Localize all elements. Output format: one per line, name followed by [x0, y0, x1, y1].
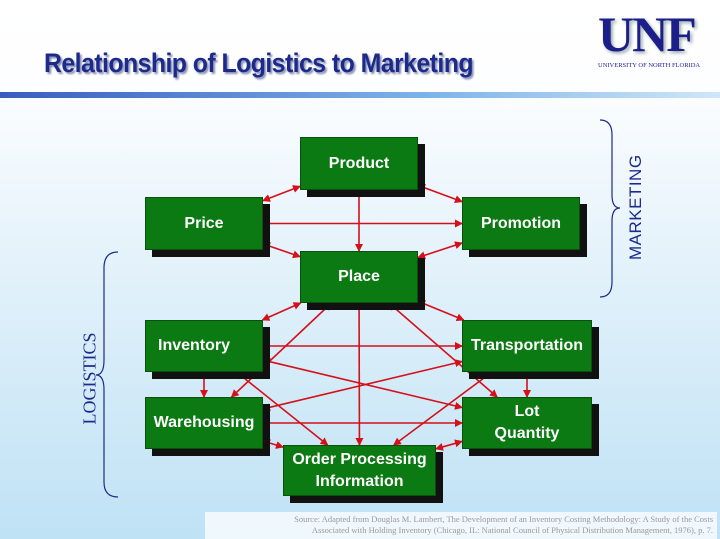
arrow-inventory-lot — [262, 357, 463, 410]
source-line-2: Associated with Holding Inventory (Chica… — [311, 525, 713, 535]
arrow-place-inventory — [261, 302, 302, 321]
node-order-processing: Order Processing Information — [283, 445, 436, 496]
arrow-product-price — [262, 185, 301, 202]
source-line-1: Source: Adapted from Douglas M. Lambert,… — [294, 514, 713, 524]
source-citation: Source: Adapted from Douglas M. Lambert,… — [205, 512, 717, 539]
arrow-promotion-place — [417, 241, 463, 260]
logo-subtitle: UNIVERSITY OF NORTH FLORIDA — [598, 62, 701, 69]
node-product: Product — [300, 137, 418, 190]
marketing-label: MARKETING — [626, 154, 645, 260]
arrow-price-place — [262, 242, 301, 259]
arrow-transportation-order — [393, 371, 493, 446]
node-promotion: Promotion — [462, 197, 580, 250]
arrow-lot-order — [435, 439, 463, 451]
title-divider — [0, 92, 720, 98]
slide-title: Relationship of Logistics to Marketing — [44, 48, 473, 78]
node-price: Price — [145, 197, 263, 250]
arrow-warehousing-transportation — [262, 359, 463, 412]
node-warehousing: Warehousing — [145, 397, 263, 449]
unf-logo: UNF UNIVERSITY OF NORTH FLORIDA — [598, 8, 718, 70]
logistics-brace — [95, 251, 119, 498]
node-place: Place — [300, 251, 418, 303]
node-transportation: Transportation — [462, 320, 592, 372]
node-lot-quantity: Lot Quantity — [462, 397, 592, 449]
node-inventory: Inventory — [145, 320, 263, 372]
marketing-brace — [599, 119, 621, 298]
arrow-product-promotion — [417, 184, 463, 203]
logistics-label: LOGISTICS — [79, 332, 100, 425]
logo-text: UNF — [598, 6, 697, 62]
arrow-place-transportation — [417, 300, 465, 322]
arrow-warehousing-order — [262, 439, 284, 449]
